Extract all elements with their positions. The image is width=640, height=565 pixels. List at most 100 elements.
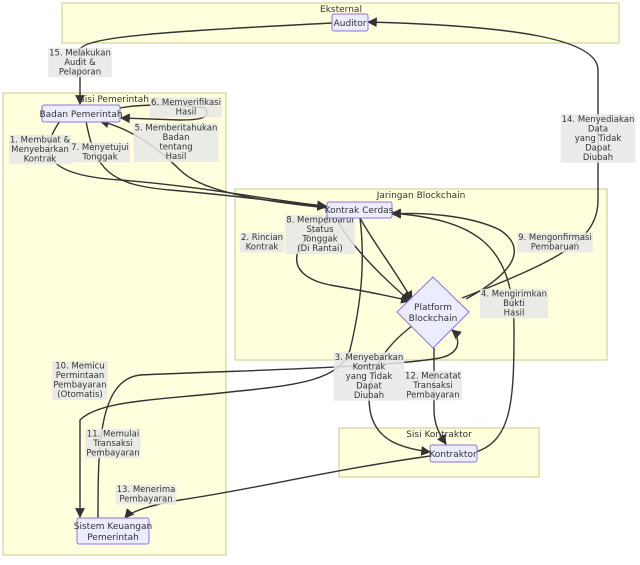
edge-label-9-line: Pembaruan [531, 243, 579, 253]
edge-label-7-bg [70, 142, 130, 163]
edge-label-8-bg [285, 215, 355, 254]
edge-12-record [433, 348, 447, 445]
edge-label-5-line: Hasil [166, 152, 187, 162]
edge-label-7-line: 7. Menyetujui [71, 143, 129, 153]
edge-label-2-line: 2. Rincian [241, 233, 283, 243]
edge-label-11-bg [85, 428, 141, 459]
edge-label-8-line: Tonggak [301, 235, 337, 245]
edge-label-13-line: Pembayaran [119, 495, 172, 505]
edge-label-2-line: Kontrak [246, 243, 279, 253]
edge-label-14-bg [560, 114, 636, 163]
edge-label-10-line: Pembayaran [53, 381, 106, 391]
edge-label-11-line: Transaksi [92, 439, 132, 449]
node-auditor[interactable]: Auditor [331, 13, 369, 32]
edge-label-10-line: 10. Memicu [55, 362, 105, 372]
node-gov-agency[interactable]: Badan Pemerintah [39, 104, 123, 123]
edge-label-9-line: 9. Mengonfirmasi [518, 233, 592, 243]
node-finance-system[interactable]: Sistem Keuangan Pemerintah [74, 517, 152, 545]
edge-label-10-line: Permintaan [56, 371, 105, 381]
edge-label-13-line: 13. Menerima [117, 485, 176, 495]
edge-10-trigger [75, 217, 363, 518]
edge-label-15-bg [48, 47, 112, 78]
edge-label-1-line: 1. Membuat & [10, 135, 71, 145]
edge-13-receive [124, 455, 431, 519]
edge-label-6-line: 6. Memverifikasi [151, 98, 221, 108]
edge-label-6-bg [150, 97, 222, 118]
node-finance-label-1: Sistem Keuangan [74, 522, 152, 532]
edge-label-10-bg [52, 361, 108, 400]
edge-05-notify [99, 118, 329, 209]
edge-11-initiate [97, 329, 462, 519]
node-platform-label-2: Blockchain [409, 314, 458, 324]
edge-label-12-line: Transaksi [412, 381, 452, 391]
node-smart-contract[interactable]: Kontrak Cerdas [325, 201, 394, 219]
edge-08b-update [359, 217, 413, 301]
edge-label-14-line: 14. Menyediakan [562, 115, 635, 125]
edge-label-10-line: (Otomatis) [57, 390, 102, 400]
edge-label-3-line: Diubah [354, 391, 384, 401]
edge-09-confirm [391, 208, 515, 300]
edge-label-14-line: Diubah [583, 153, 613, 163]
node-platform-blockchain[interactable]: Platform Blockchain [396, 276, 470, 349]
cluster-government: Sisi Pemerintah [2, 92, 227, 556]
edge-label-15-line: 15. Melakukan [49, 48, 111, 58]
edge-label-3-line: 3. Menyebarkan [335, 353, 404, 363]
edge-label-2-bg [239, 232, 285, 253]
edge-label-5-line: tentang [159, 143, 192, 153]
edge-label-11-line: 11. Memulai [87, 429, 139, 439]
edge-label-1-line: Menyebarkan [11, 145, 69, 155]
edge-label-4-line: 4. Mengirimkan [481, 289, 547, 299]
edge-label-11-line: Pembayaran [86, 448, 139, 458]
edge-15-audit [75, 22, 333, 105]
edge-label-7-line: Tonggak [81, 153, 117, 163]
edge-label-5-bg [133, 123, 219, 162]
edge-label-4-bg [479, 288, 549, 319]
edge-label-13-bg [115, 484, 177, 505]
edge-label-4-line: Hasil [504, 308, 525, 318]
edge-label-3-bg [333, 352, 405, 401]
edge-label-1-line: Kontrak [24, 154, 57, 164]
edge-label-3-line: yang Tidak [346, 372, 393, 382]
edge-label-4-line: Bukti [503, 299, 525, 309]
node-contractor[interactable]: Kontraktor [429, 444, 478, 463]
edge-label-5-line: 5. Memberitahukan [135, 124, 218, 134]
edge-label-14-line: yang Tidak [575, 134, 622, 144]
cluster-external-label: Eksternal [320, 5, 362, 15]
node-platform-label-1: Platform [414, 303, 452, 313]
edge-label-1-bg [8, 134, 72, 165]
edge-label-5-line: Badan [162, 133, 189, 143]
edge-14-provide [367, 17, 599, 299]
edge-03-deploy [368, 325, 431, 456]
edge-label-14-line: Dapat [585, 143, 611, 153]
edge-label-12-line: Pembayaran [406, 390, 459, 400]
edge-label-9-bg [517, 232, 593, 253]
edge-label-8-line: Status [306, 225, 334, 235]
cluster-government-label: Sisi Pemerintah [79, 95, 149, 105]
edge-label-14-line: Data [588, 124, 608, 134]
edge-label-3-line: Dapat [356, 381, 382, 391]
node-finance-label-2: Pemerintah [87, 533, 139, 543]
edge-label-8-line: 8. Memperbarui [286, 216, 354, 226]
node-smart-contract-label: Kontrak Cerdas [325, 206, 394, 216]
edge-label-3-line: Kontrak [353, 362, 386, 372]
node-contractor-label: Kontraktor [429, 450, 477, 460]
edge-label-15-line: Audit & [64, 58, 96, 68]
edge-label-8-line: (Di Rantai) [297, 244, 342, 254]
